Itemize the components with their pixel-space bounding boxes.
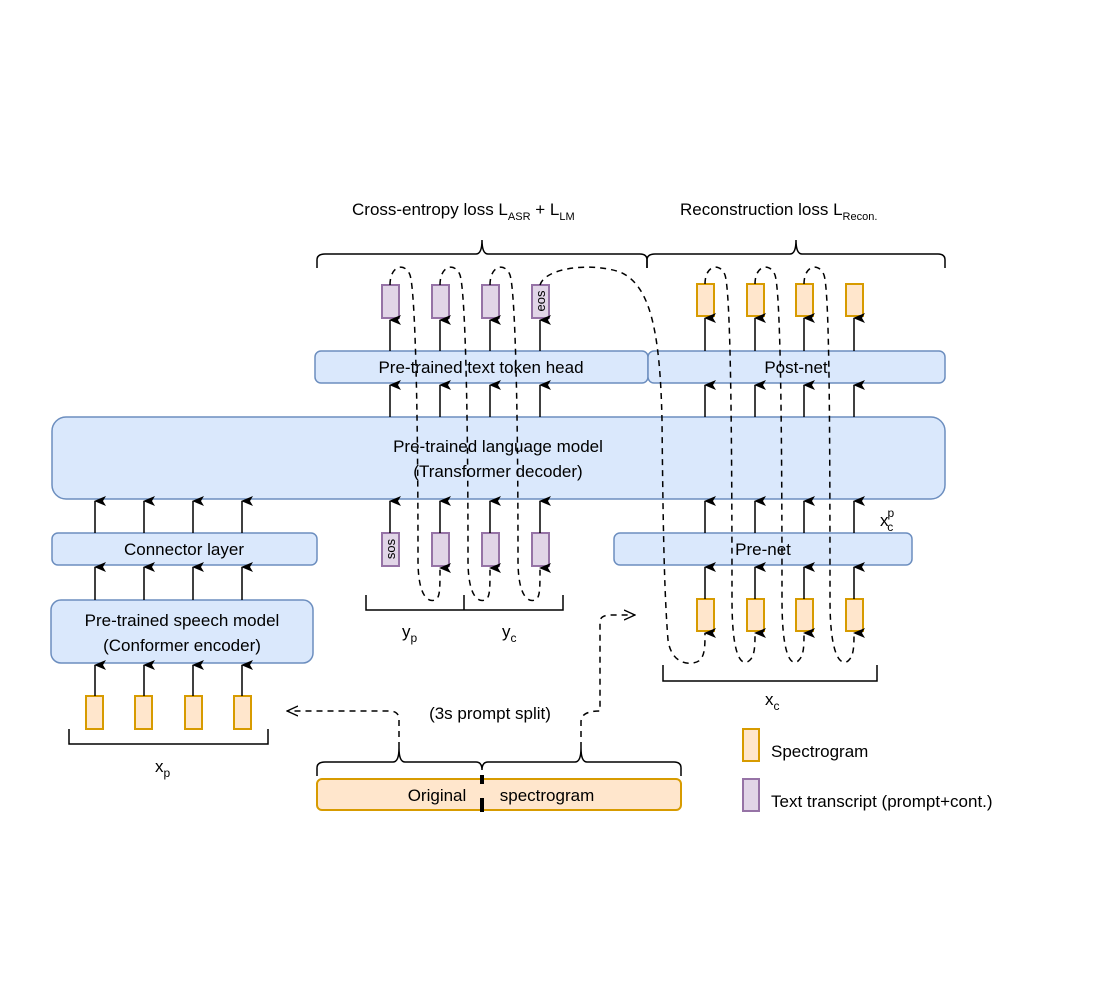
legend-spectrogram-label: Spectrogram [771,742,868,761]
prompt-dashed-arrow [287,711,400,748]
language-model-label-2: (Transformer decoder) [413,462,582,481]
output-spectrogram-frames [696,283,864,317]
spectrogram-frame [233,695,252,730]
spectrogram-frame [746,598,765,632]
legend-text-swatch [742,778,760,812]
text-token [531,532,550,567]
xp-bracket [68,729,269,745]
split-brace [316,747,682,776]
connector-layer-block [51,532,318,566]
spectrogram-frame [696,283,715,317]
y-bracket [365,595,564,611]
eos-label: eos [533,290,548,311]
original-spectrogram-bar [316,778,682,811]
speech-model-label-2: (Conformer encoder) [103,636,261,655]
speech-model-block [50,599,314,664]
spectrogram-frame [845,283,864,317]
output-text-tokens: eos [381,284,550,319]
post-net-label: Post-net [764,358,828,377]
text-token [431,284,450,319]
spectrogram-frame [696,598,715,632]
text-token [481,532,500,567]
spectrogram-frame [795,598,814,632]
reconstruction-loss-label: Reconstruction loss LRecon. [680,200,877,223]
yc-label: yc [502,622,517,645]
speech-model-label-1: Pre-trained speech model [85,611,280,630]
text-token-head-label: Pre-trained text token head [378,358,583,377]
language-model-label-1: Pre-trained language model [393,437,603,456]
language-model-block [51,416,946,500]
spectrogram-frame [85,695,104,730]
legend-spectrogram-swatch [742,728,760,762]
spectrogram-frame [746,283,765,317]
spectrogram-frame [184,695,203,730]
reconstruction-brace [646,239,946,268]
sos-label: sos [383,538,398,559]
xc-bracket [662,665,878,682]
text-token [481,284,500,319]
spectrogram-frame [795,283,814,317]
original-spectrogram-label-right: spectrogram [500,786,594,805]
prompt-spectrogram-frames [85,695,252,730]
legend: Spectrogram Text transcript (prompt+cont… [742,728,993,812]
cross-entropy-brace [316,239,648,268]
cross-entropy-loss-label: Cross-entropy loss LASR + LLM [352,200,575,223]
xp-label: xp [155,757,171,780]
text-token [381,284,400,319]
pre-net-label: Pre-net [735,540,791,559]
prompt-split-label: (3s prompt split) [429,704,551,723]
continuation-spectrogram-frames [696,598,864,632]
solid-arrows [94,313,865,696]
dashed-feedback-loops [389,266,866,665]
legend-text-label: Text transcript (prompt+cont.) [771,792,993,811]
continuation-dashed-arrow [580,615,635,748]
spectrogram-frame [134,695,153,730]
xc-label: xc [765,690,780,713]
text-token [431,532,450,567]
yp-label: yp [402,622,418,645]
original-spectrogram-label-left: Original [408,786,467,805]
post-net-block [647,350,946,384]
input-text-tokens: sos [381,532,550,567]
connector-layer-label: Connector layer [124,540,244,559]
spectrogram-frame [845,598,864,632]
